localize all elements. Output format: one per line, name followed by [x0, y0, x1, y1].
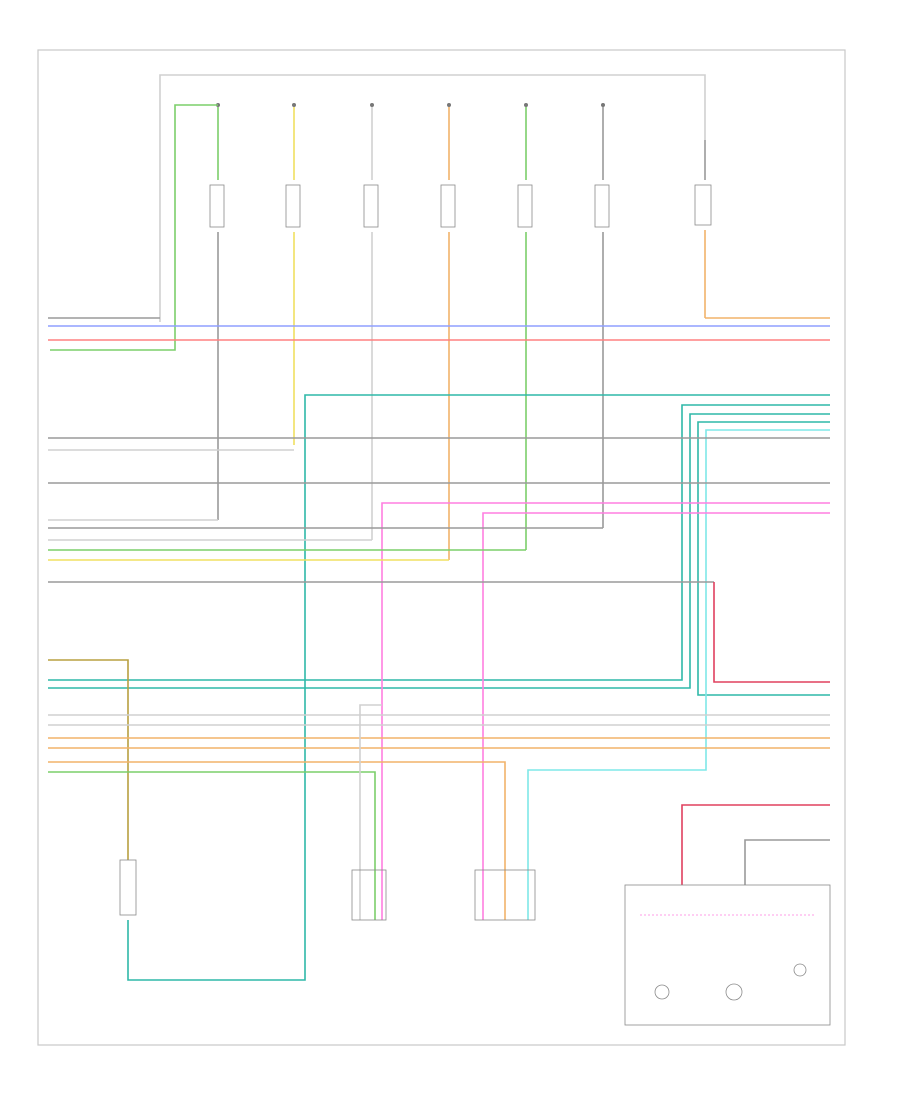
injector-1 — [209, 103, 225, 520]
injector-5 — [517, 103, 533, 550]
speed-sensor — [351, 869, 387, 921]
gauge-icon — [725, 983, 743, 1001]
wire-705 — [359, 704, 382, 920]
magenta-wire-1 — [381, 502, 830, 920]
diagram-frame — [37, 49, 846, 1046]
crank-position-sensor — [119, 859, 137, 916]
teal-wire-2 — [48, 404, 830, 681]
magenta-wire-2 — [482, 512, 830, 920]
olive-wire — [48, 659, 129, 860]
teal-wire-4 — [697, 421, 830, 696]
teal-wire-1 — [127, 394, 830, 981]
wire-762 — [48, 761, 506, 920]
green-supply-wire — [50, 104, 218, 351]
output-speed-sensor — [474, 869, 536, 921]
cyan-wire — [527, 429, 830, 920]
red-wire-682 — [713, 582, 830, 683]
injector-2 — [285, 103, 301, 445]
gauge-icon — [793, 963, 807, 977]
injector-3 — [363, 103, 379, 540]
wire-772 — [48, 771, 376, 920]
cluster-feed-gray — [744, 839, 830, 885]
gauge-icon — [654, 984, 670, 1000]
cluster-feed-red — [681, 804, 830, 885]
injector-4 — [440, 103, 456, 560]
injector-6 — [594, 103, 610, 528]
distributor-sensor — [694, 140, 712, 318]
instrument-cluster — [624, 884, 831, 1026]
teal-wire-3 — [48, 413, 830, 689]
top-bus-wire — [159, 74, 706, 322]
